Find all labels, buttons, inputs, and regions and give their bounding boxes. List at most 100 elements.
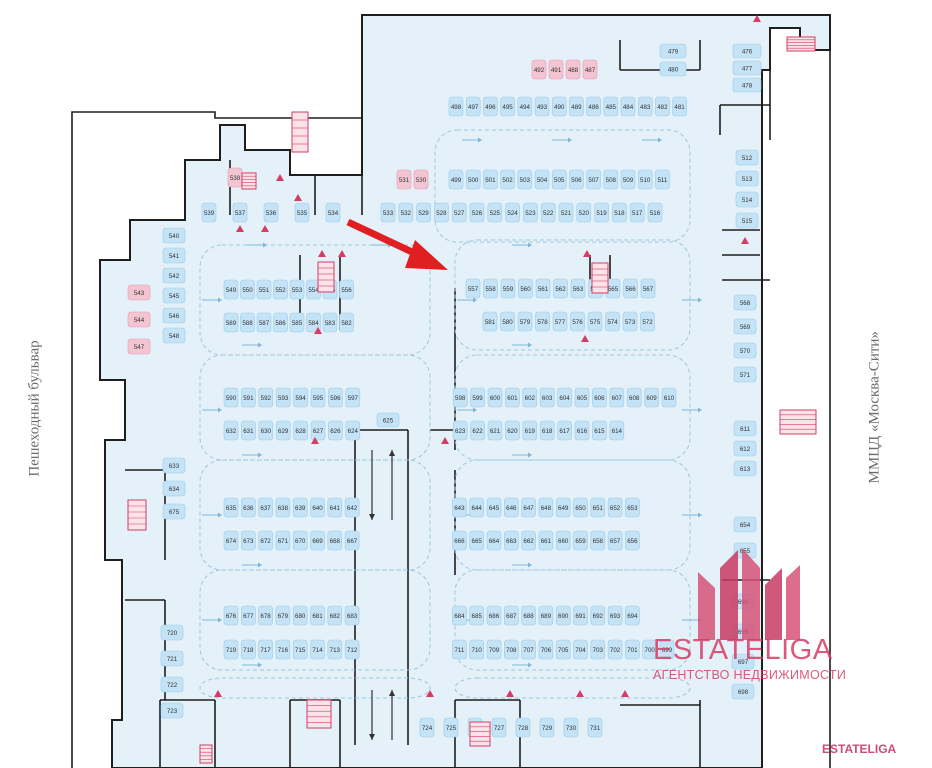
spot-label-623: 623 — [455, 428, 466, 435]
spot-shape-625 — [376, 412, 400, 428]
spot-label-705: 705 — [558, 647, 569, 654]
spot-label-493: 493 — [537, 104, 548, 111]
parking-spot-620: 620 — [505, 420, 520, 441]
parking-spot-667: 667 — [344, 530, 360, 551]
spot-label-718: 718 — [243, 647, 254, 654]
spot-label-669: 669 — [312, 538, 323, 545]
parking-spot-663: 663 — [503, 530, 519, 551]
spot-label-680: 680 — [295, 613, 306, 620]
parking-spot-574: 574 — [605, 311, 620, 332]
parking-spot-693: 693 — [607, 605, 623, 626]
stair-box-4 — [127, 499, 147, 531]
spot-shape-690 — [555, 605, 571, 626]
parking-spot-476: 476 — [732, 43, 762, 59]
parking-spot-517: 517 — [629, 202, 645, 223]
stairwell-2 — [591, 262, 609, 294]
parking-spot-659: 659 — [573, 530, 588, 551]
parking-spot-516: 516 — [647, 202, 663, 223]
parking-spot-656: 656 — [625, 530, 640, 551]
parking-spot-651: 651 — [590, 497, 606, 518]
spot-shape-550 — [240, 279, 255, 300]
exit-marker-15 — [621, 690, 629, 697]
spot-shape-719 — [223, 639, 239, 660]
exit-marker-12 — [426, 690, 434, 697]
spot-shape-571 — [733, 366, 757, 383]
spot-shape-492 — [531, 59, 547, 80]
spot-label-661: 661 — [541, 538, 552, 545]
spot-shape-480 — [659, 61, 687, 77]
spot-shape-686 — [486, 605, 502, 626]
spot-shape-581 — [482, 311, 498, 332]
parking-spot-699: 699 — [659, 639, 675, 660]
parking-spot-597: 597 — [345, 387, 361, 408]
spot-label-523: 523 — [525, 210, 536, 217]
exit-marker-13 — [506, 690, 514, 697]
parking-spot-705: 705 — [555, 639, 571, 660]
lane-arrow-head-22 — [698, 297, 702, 303]
parking-spot-550: 550 — [240, 279, 255, 300]
parking-spot-543: 543 — [127, 284, 151, 301]
spot-shape-495 — [500, 96, 515, 117]
spot-shape-546 — [162, 307, 186, 324]
spot-shape-596 — [328, 387, 343, 408]
parking-spot-703: 703 — [590, 639, 606, 660]
spot-label-609: 609 — [646, 395, 657, 402]
spot-label-637: 637 — [260, 505, 271, 512]
stairs-and-elevators — [127, 36, 817, 764]
spot-shape-503 — [517, 169, 533, 190]
spot-shape-674 — [223, 530, 239, 551]
spot-label-636: 636 — [243, 505, 254, 512]
parking-spot-700: 700 — [642, 639, 658, 660]
spot-label-496: 496 — [485, 104, 496, 111]
parking-spot-562: 562 — [553, 278, 568, 299]
spot-shape-484 — [620, 96, 636, 117]
spot-shape-593 — [275, 387, 291, 408]
spot-label-651: 651 — [593, 505, 604, 512]
parking-spot-533: 533 — [380, 202, 396, 223]
spot-label-604: 604 — [559, 395, 570, 402]
spot-label-662: 662 — [523, 538, 534, 545]
spot-label-610: 610 — [664, 395, 675, 402]
parking-spot-692: 692 — [590, 605, 606, 626]
parking-spot-664: 664 — [486, 530, 502, 551]
parking-spot-568: 568 — [733, 294, 757, 311]
spot-label-534: 534 — [328, 210, 339, 217]
parking-spot-580: 580 — [500, 311, 515, 332]
spot-shape-573 — [622, 311, 638, 332]
parking-spot-513: 513 — [735, 170, 759, 187]
parking-spot-528: 528 — [434, 202, 449, 223]
spot-label-627: 627 — [313, 428, 324, 435]
spot-label-556: 556 — [341, 287, 352, 294]
spot-shape-539 — [201, 202, 217, 223]
lane-arrow-head-13 — [528, 662, 532, 668]
spot-label-506: 506 — [571, 177, 582, 184]
spot-label-646: 646 — [506, 505, 517, 512]
spot-label-655: 655 — [740, 548, 751, 555]
spot-shape-497 — [465, 96, 481, 117]
lane-arrow-head-0 — [478, 137, 482, 143]
parking-spot-642: 642 — [344, 497, 360, 518]
spot-shape-563 — [570, 278, 586, 299]
spot-label-518: 518 — [614, 210, 625, 217]
parking-spot-715: 715 — [292, 639, 308, 660]
exit-marker-16 — [741, 237, 749, 244]
spot-shape-540 — [162, 227, 186, 244]
spot-shape-664 — [486, 530, 502, 551]
spot-label-524: 524 — [507, 210, 518, 217]
spot-shape-507 — [586, 169, 601, 190]
parking-spot-647: 647 — [521, 497, 536, 518]
spot-shape-649 — [555, 497, 571, 518]
spot-shape-499 — [448, 169, 464, 190]
spot-label-691: 691 — [575, 613, 586, 620]
spot-shape-494 — [517, 96, 533, 117]
spot-shape-521 — [558, 202, 574, 223]
spot-label-599: 599 — [472, 395, 483, 402]
spot-shape-616 — [574, 420, 590, 441]
spot-shape-615 — [592, 420, 607, 441]
spot-shape-718 — [241, 639, 256, 660]
lane-arrow-head-24 — [698, 512, 702, 518]
parking-spot-583: 583 — [322, 312, 338, 333]
spot-shape-611 — [733, 420, 757, 437]
spot-label-612: 612 — [740, 446, 751, 453]
spot-label-480: 480 — [668, 67, 679, 74]
